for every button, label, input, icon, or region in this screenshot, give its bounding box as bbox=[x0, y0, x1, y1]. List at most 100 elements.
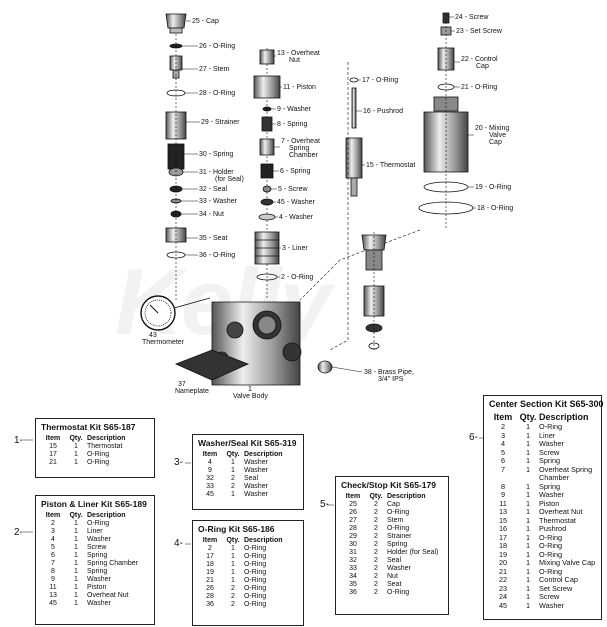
col-description: Description bbox=[387, 493, 426, 500]
item-cell: 6 bbox=[500, 456, 506, 465]
table-row: Chamber bbox=[484, 473, 601, 483]
col-qty: Qty. bbox=[69, 435, 83, 442]
description-cell: O-Ring bbox=[244, 553, 267, 560]
item-cell: 13 bbox=[498, 507, 508, 516]
description-cell: Liner bbox=[539, 430, 556, 440]
qty-cell: 1 bbox=[74, 528, 78, 535]
callout-9-washer: 9 - Washer bbox=[277, 106, 311, 113]
qty-cell: 1 bbox=[231, 561, 235, 568]
item-cell: 45 bbox=[206, 491, 214, 498]
item-cell: 33 bbox=[349, 565, 357, 572]
kit-title: Thermostat Kit S65-187 bbox=[41, 422, 136, 432]
callout-31-holder-sub: (for Seal) bbox=[215, 176, 244, 183]
description-cell: Cap bbox=[387, 501, 400, 508]
item-cell: 33 bbox=[206, 483, 214, 490]
item-cell: 18 bbox=[206, 561, 214, 568]
description-cell: O-Ring bbox=[244, 601, 267, 608]
callout-37-nameplate: Nameplate bbox=[175, 388, 209, 395]
col-item: Item bbox=[202, 537, 218, 544]
kit-6-number: 6- bbox=[469, 432, 478, 443]
description-cell: O-Ring bbox=[87, 459, 110, 466]
description-cell: O-Ring bbox=[87, 520, 110, 527]
part-3-liner bbox=[254, 231, 280, 265]
callout-20-cap: Cap bbox=[489, 139, 502, 146]
qty-cell: 1 bbox=[231, 577, 235, 584]
description-cell: Screw bbox=[539, 447, 560, 457]
item-cell: 35 bbox=[349, 581, 357, 588]
description-cell: Washer bbox=[539, 600, 564, 610]
item-cell: 26 bbox=[206, 585, 214, 592]
qty-cell: 2 bbox=[374, 565, 378, 572]
qty-cell: 1 bbox=[525, 575, 531, 584]
qty-cell: 1 bbox=[525, 541, 531, 550]
callout-31-holder: 31 - Holder bbox=[199, 169, 234, 176]
callout-19-oring: 19 - O-Ring bbox=[475, 184, 512, 191]
item-cell: 25 bbox=[349, 501, 357, 508]
part-5-screw bbox=[262, 185, 272, 193]
qty-cell: 1 bbox=[231, 467, 235, 474]
item-cell: 8 bbox=[51, 568, 55, 575]
callout-22-control-cap: 22 - Control bbox=[461, 56, 498, 63]
callout-45-washer: 45 - Washer bbox=[277, 199, 315, 206]
qty-cell: 1 bbox=[525, 456, 531, 465]
kit-3-number: 3- bbox=[174, 457, 183, 468]
qty-cell: 1 bbox=[525, 447, 531, 457]
description-cell: Washer bbox=[244, 467, 268, 474]
col-item: Item bbox=[493, 412, 513, 422]
callout-7-spring: Spring bbox=[289, 145, 310, 152]
description-cell: Pushrod bbox=[539, 524, 567, 533]
qty-cell: 1 bbox=[525, 600, 531, 610]
item-cell: 19 bbox=[206, 569, 214, 576]
description-cell: Control Cap bbox=[539, 575, 578, 584]
qty-cell: 1 bbox=[74, 552, 78, 559]
callout-8-spring: 8 - Spring bbox=[277, 121, 308, 128]
description-cell: Seal bbox=[244, 475, 259, 482]
callout-15-thermostat: 15 - Thermostat bbox=[366, 162, 416, 169]
kit-4-number: 4- bbox=[174, 538, 183, 549]
callout-25-cap: 25 - Cap bbox=[192, 18, 219, 25]
item-cell: 4 bbox=[51, 536, 55, 543]
qty-cell: 2 bbox=[374, 581, 378, 588]
item-cell: 20 bbox=[498, 558, 508, 567]
description-cell: Mixing Valve Cap bbox=[539, 558, 596, 567]
kit-title: Check/Stop Kit S65-179 bbox=[341, 480, 436, 490]
qty-cell: 1 bbox=[74, 592, 78, 599]
qty-cell: 1 bbox=[74, 584, 78, 591]
col-description: Description bbox=[244, 451, 283, 458]
description-cell: O-Ring bbox=[539, 549, 563, 559]
callout-21-oring: 21 - O-Ring bbox=[461, 84, 498, 91]
callout-13-overheat-nut: 13 - Overheat bbox=[277, 50, 320, 57]
item-cell: 4 bbox=[208, 459, 212, 466]
part-38-brass-pipe bbox=[317, 360, 333, 374]
callout-22-control-cap-sub: Cap bbox=[476, 63, 489, 70]
description-cell: O-Ring bbox=[387, 525, 410, 532]
qty-cell: 1 bbox=[525, 532, 531, 542]
callout-38-brass-pipe: 38 - Brass Pipe, bbox=[364, 369, 414, 376]
qty-cell: 2 bbox=[374, 557, 378, 564]
part-16-pushrod bbox=[351, 87, 357, 129]
qty-cell: 1 bbox=[525, 515, 531, 525]
item-cell: 2 bbox=[51, 520, 55, 527]
